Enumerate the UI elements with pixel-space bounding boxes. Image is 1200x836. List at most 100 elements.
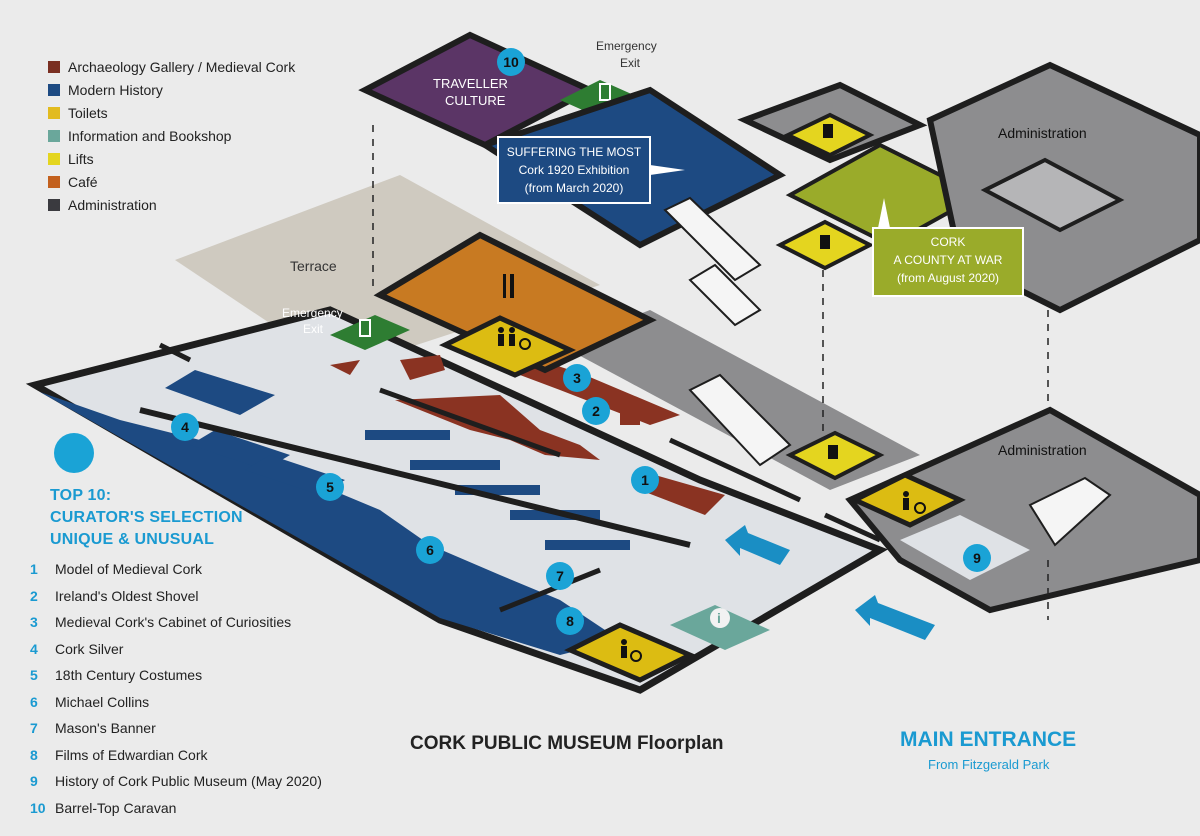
entrance-arrow-outer [855, 595, 935, 640]
legend-swatch [48, 83, 60, 96]
stairs-upper [663, 196, 762, 282]
wall-line [158, 342, 192, 363]
legend-item: Archaeology Gallery / Medieval Cork [48, 55, 295, 78]
traveller-label-1: TRAVELLER [433, 76, 508, 91]
door-icon [359, 319, 371, 337]
top10-label: Medieval Cork's Cabinet of Curiosities [55, 614, 292, 631]
top10-heading-1: TOP 10: [50, 487, 112, 504]
legend-swatch [48, 106, 60, 119]
legend-swatch [48, 152, 60, 165]
room-9 [900, 515, 1030, 580]
marker-circle [546, 562, 574, 590]
top10-item: 8 Films of Edwardian Cork [30, 742, 322, 769]
marker-4: 4 [171, 413, 199, 441]
cutlery-icon [503, 274, 514, 298]
red-block-a [400, 355, 445, 380]
top10-item: 5 18th Century Costumes [30, 662, 322, 689]
legend-label: Information and Bookshop [68, 127, 232, 144]
exit-label-terrace-1: Emergency [282, 306, 343, 320]
red-block-d [640, 475, 725, 515]
top10-label: Barrel-Top Caravan [55, 799, 177, 816]
legend-label: Café [68, 173, 98, 190]
archaeology-gallery [395, 395, 600, 460]
admin-upper-inner [980, 157, 1125, 233]
lift-icon-upper-1 [823, 124, 833, 138]
marker-number: 9 [973, 550, 981, 566]
suffering-line-3: (from March 2020) [525, 181, 624, 195]
top10-number: 10 [30, 799, 46, 816]
marker-circle [316, 473, 344, 501]
exit-label-top-2: Exit [620, 56, 641, 70]
toilet-wheelchair-icon [498, 327, 531, 350]
top10-label: Cork Silver [55, 640, 124, 657]
stairs-right [1028, 476, 1112, 547]
legend-label: Modern History [68, 81, 163, 98]
marker-circle [416, 536, 444, 564]
blue-bar-2 [410, 460, 500, 470]
marker-number: 3 [573, 370, 581, 386]
legend-swatch [48, 60, 60, 73]
suffering-box [497, 136, 651, 204]
title-bold: CORK PUBLIC MUSEUM [410, 733, 632, 754]
top10-dot [54, 433, 94, 473]
top10-number: 7 [30, 720, 38, 737]
top10-number: 8 [30, 746, 38, 763]
legend-item: Café [48, 170, 295, 193]
legend-label: Toilets [68, 104, 108, 121]
top10-heading-3: UNIQUE & UNUSUAL [50, 531, 215, 548]
cork-war-line-3: (from August 2020) [897, 271, 999, 285]
marker-number: 5 [326, 479, 334, 495]
legend-item: Toilets [48, 101, 295, 124]
marker-number: 6 [426, 542, 434, 558]
wall-line [379, 387, 561, 458]
toilet-wheelchair-icon-2 [903, 491, 926, 514]
marker-3: 3 [563, 364, 591, 392]
legend-swatch [48, 175, 60, 188]
wall-line [668, 437, 802, 503]
top10-heading-2: CURATOR'S SELECTION [50, 509, 243, 526]
top10-number: 5 [30, 667, 38, 684]
suffering-line-1: SUFFERING THE MOST [507, 145, 642, 159]
marker-circle [963, 544, 991, 572]
top10-label: Films of Edwardian Cork [55, 746, 208, 763]
page-title: CORK PUBLIC MUSEUM Floorplan [410, 733, 724, 755]
info-symbol: i [717, 610, 721, 626]
red-block-c [620, 405, 640, 425]
exit-label-top-1: Emergency [596, 39, 657, 53]
marker-number: 1 [641, 472, 649, 488]
blue-block-a [165, 370, 275, 415]
marker-circle [631, 466, 659, 494]
marker-7: 7 [546, 562, 574, 590]
traveller-label-2: CULTURE [445, 93, 506, 108]
marker-10: 10 [497, 48, 525, 76]
top10-number: 3 [30, 614, 38, 631]
marker-8: 8 [556, 607, 584, 635]
red-block-e [330, 360, 360, 375]
wall-line [823, 512, 882, 543]
toilets-lower [564, 622, 696, 683]
marker-number: 10 [503, 54, 519, 70]
top10-label: 18th Century Costumes [55, 667, 203, 684]
marker-circle [497, 48, 525, 76]
top10-label: Ireland's Oldest Shovel [55, 587, 199, 604]
modern-history-gallery [40, 392, 620, 655]
marker-6: 6 [416, 536, 444, 564]
top10-label: History of Cork Public Museum (May 2020) [55, 773, 322, 790]
top10-number: 9 [30, 773, 38, 790]
toilet-wheelchair-icon-3 [621, 639, 642, 662]
marker-circle [582, 397, 610, 425]
blue-bar-1 [365, 430, 450, 440]
legend-label: Archaeology Gallery / Medieval Cork [68, 58, 296, 75]
marker-9: 9 [963, 544, 991, 572]
entrance-arrow-inner [725, 525, 790, 565]
legend-item: Administration [48, 193, 295, 216]
legend-item: Information and Bookshop [48, 124, 295, 147]
